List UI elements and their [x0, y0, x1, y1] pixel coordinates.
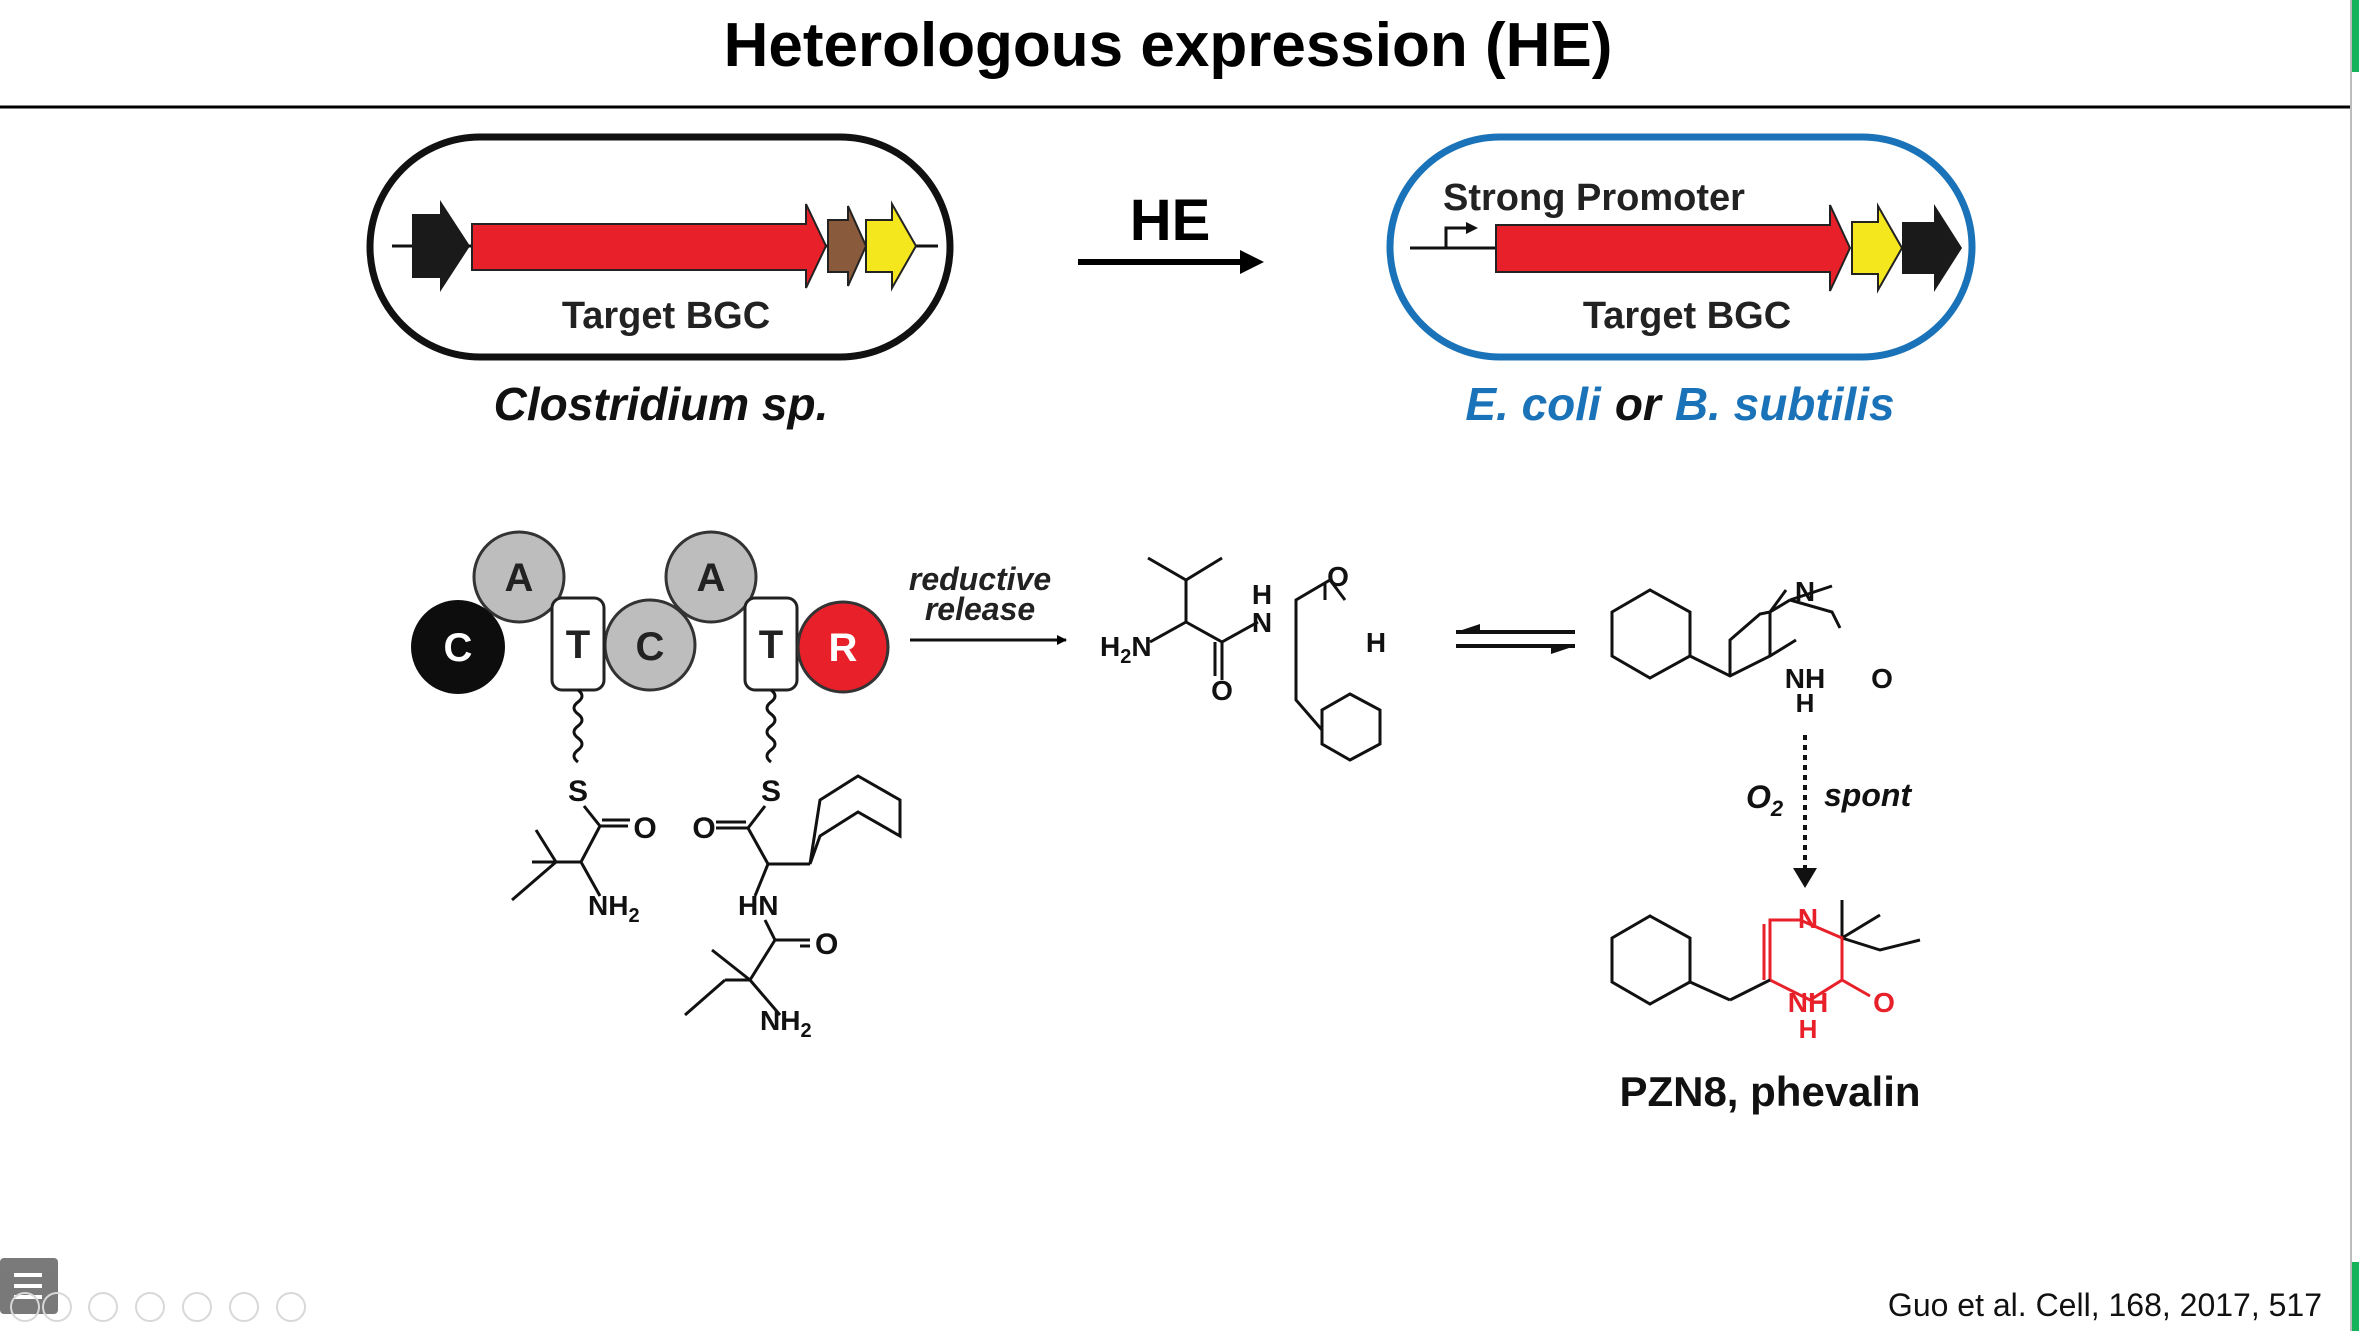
citation: Guo et al. Cell, 168, 2017, 517 [1888, 1287, 2322, 1323]
black-gene-arrow-heterologous [1902, 204, 1962, 292]
red-gene-arrow [471, 203, 828, 289]
dipeptide-aldehyde: H2N H N O O H [1100, 556, 1386, 762]
release-label-line1: reductive [909, 561, 1051, 597]
yellow-gene-arrow-heterologous [1851, 202, 1904, 294]
thioester2-o: O [692, 812, 715, 845]
ppant-arm-2 [765, 688, 777, 764]
slide-marker-top [2352, 0, 2359, 72]
domain-c2-label: C [636, 625, 665, 669]
slide-title: Heterologous expression (HE) [724, 11, 1613, 80]
thioester2-o2: O [815, 928, 838, 961]
cyclic-nh: NH [1785, 663, 1825, 694]
cyclic-dihydropyrazinone: N NH H O [1610, 576, 1893, 718]
pen-icon[interactable] [88, 1292, 118, 1322]
heterologous-host-capsule [1386, 133, 1976, 361]
thioester2-s: S [761, 775, 781, 808]
aldehyde-h2n: H2N [1100, 631, 1152, 668]
oxidation-step: O2 spont [1746, 735, 1912, 888]
cyclic-n: N [1795, 576, 1815, 607]
black-gene-arrow [412, 200, 470, 292]
domain-t2-label: T [759, 623, 783, 667]
aldehyde-cho-h: H [1366, 627, 1386, 658]
product-o: O [1873, 987, 1895, 1018]
domain-t1-label: T [566, 623, 590, 667]
more-icon[interactable] [276, 1292, 306, 1322]
host-ecoli: E. coli [1465, 378, 1602, 430]
aldehyde-amide-o: O [1211, 675, 1233, 706]
brown-gene-arrow [827, 205, 868, 287]
domain-a1-label: A [505, 556, 534, 600]
slide-edge [2350, 0, 2359, 1331]
forward-icon[interactable] [42, 1292, 72, 1322]
yellow-gene-arrow [865, 200, 918, 292]
native-host-name: Clostridium sp. [494, 378, 829, 430]
copy-icon[interactable] [135, 1292, 165, 1322]
screen-icon[interactable] [229, 1292, 259, 1322]
nrps-assembly-line: A A C C T T R S O NH2 S O HN O NH2 [411, 530, 902, 1042]
cyclic-h: H [1796, 688, 1815, 718]
domain-a1 [472, 530, 566, 624]
domain-c1-label: C [444, 626, 473, 670]
product-name: PZN8, phevalin [1619, 1068, 1920, 1115]
native-host-capsule [366, 133, 954, 361]
product-n: N [1798, 903, 1818, 934]
domain-c1 [411, 600, 505, 694]
domain-a2-label: A [697, 556, 726, 600]
native-bgc-label: Target BGC [562, 295, 770, 337]
aldehyde-cho-o: O [1327, 561, 1349, 592]
thioester1-nh2: NH2 [588, 890, 640, 927]
thioester1-o: O [633, 812, 656, 845]
thioester1-s: S [568, 775, 588, 808]
he-arrow-label: HE [1130, 188, 1211, 253]
promoter-icon [1444, 226, 1470, 248]
domain-r-label: R [829, 626, 858, 670]
he-transfer-arrow: HE [1078, 188, 1264, 274]
equilibrium-arrows [1456, 624, 1575, 654]
cyclic-o: O [1871, 663, 1893, 694]
release-label-line2: release [925, 591, 1035, 627]
promoter-label: Strong Promoter [1443, 177, 1745, 219]
slide-marker-bottom [2352, 1262, 2359, 1331]
ppant-arm-1 [572, 688, 584, 764]
product-nh: NH [1788, 987, 1828, 1018]
red-gene-arrow-heterologous [1495, 204, 1852, 292]
oxidation-reagent: O2 [1746, 779, 1784, 821]
reductive-release-arrow: reductive release [909, 561, 1067, 645]
host-or: or [1615, 378, 1663, 430]
heterologous-bgc-label: Target BGC [1583, 295, 1791, 337]
thioester2-hn: HN [738, 890, 778, 921]
domain-r [796, 600, 890, 694]
thioester2-nh2: NH2 [760, 1005, 812, 1042]
zoom-icon[interactable] [182, 1292, 212, 1322]
host-bsubtilis: B. subtilis [1675, 378, 1895, 430]
product-h: H [1799, 1014, 1818, 1044]
native-bgc-panel: Target BGC Clostridium sp. [366, 133, 954, 430]
domain-a2 [664, 530, 758, 624]
aldehyde-amide-n: N [1252, 607, 1272, 638]
product-pyrazinone: N NH H O PZN8, phevalin [1610, 900, 1921, 1115]
oxidation-note: spont [1824, 777, 1912, 813]
aldehyde-amide-h: H [1252, 579, 1272, 610]
back-icon[interactable] [10, 1292, 40, 1322]
